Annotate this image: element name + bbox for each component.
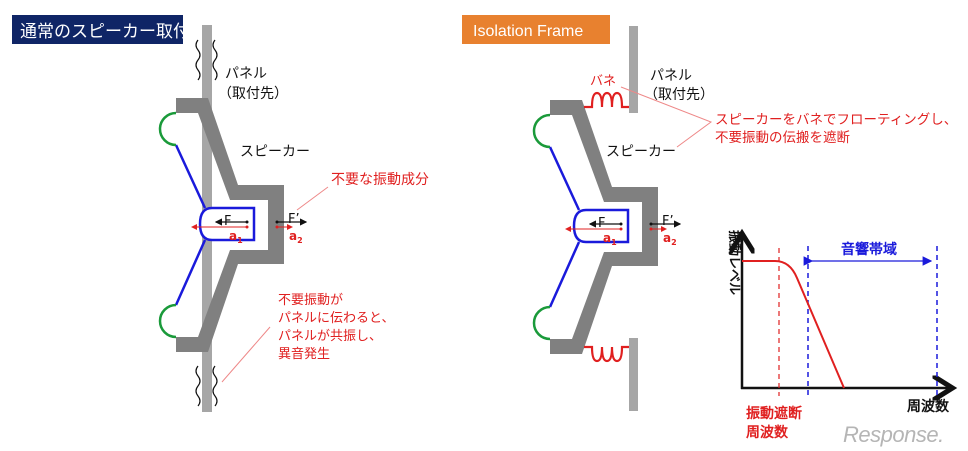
panel-sub-label: （取付先） (644, 87, 714, 103)
spring-bottom (584, 345, 629, 363)
panel-label: パネル (225, 66, 267, 82)
accel2-label: a2 (663, 231, 677, 247)
force-label: F (598, 216, 605, 231)
note-resonance: 不要振動が パネルに伝わると、 パネルが共振し、 異音発生 (278, 293, 394, 362)
note-floating: スピーカーをバネでフローティングし、 (715, 112, 957, 128)
accel-label: a1 (229, 229, 243, 245)
note-line: 不要振動が (278, 293, 343, 308)
cutoff-label: 振動遮断 (746, 405, 802, 422)
force-label: F (224, 214, 231, 229)
speaker-right (534, 100, 680, 354)
force2-label: F’ (288, 212, 300, 227)
leader-line (221, 326, 271, 383)
leader-line (620, 86, 713, 148)
right-title-box (462, 15, 610, 44)
spring-top (584, 91, 629, 109)
speaker-label: スピーカー (240, 144, 310, 160)
response-logo: Response. (843, 422, 944, 447)
band-label: 音響帯域 (841, 241, 897, 258)
note-line: パネルに伝わると、 (278, 311, 394, 326)
left-title: 通常のスピーカー取付 (20, 22, 190, 42)
accel-label: a1 (603, 231, 617, 247)
panel-bar-top (629, 26, 638, 113)
spring-label: バネ (590, 74, 616, 89)
panel-sub-label: （取付先） (218, 86, 288, 102)
y-axis-label: 振動レベル (726, 230, 742, 295)
vibration-wave-icon (195, 39, 218, 407)
note-floating: 不要振動の伝搬を遮断 (715, 130, 850, 146)
note-line: 異音発生 (278, 346, 330, 362)
x-axis-label: 周波数 (907, 398, 950, 415)
force2-label: F’ (662, 214, 674, 229)
panel-bar-bottom (629, 338, 638, 411)
note-unwanted-vibration: 不要な振動成分 (331, 172, 429, 188)
cutoff-label: 周波数 (746, 424, 789, 441)
vibration-curve (742, 260, 845, 389)
vibration-graph: 音響帯域 振動レベル 周波数 振動遮断 周波数 (726, 230, 950, 441)
leader-line (296, 186, 329, 211)
panel-label: パネル (650, 68, 692, 84)
left-title-box (12, 15, 183, 44)
note-line: パネルが共振し、 (278, 329, 382, 344)
speaker-label: スピーカー (606, 144, 676, 160)
accel2-label: a2 (289, 229, 303, 245)
right-title: Isolation Frame (473, 23, 583, 40)
